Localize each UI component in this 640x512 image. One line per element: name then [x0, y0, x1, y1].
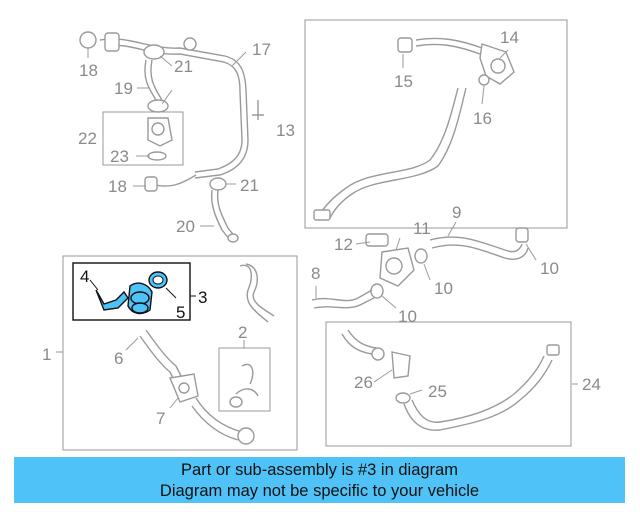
- callout-18-top: 18: [79, 61, 98, 80]
- callout-23: 23: [110, 147, 129, 166]
- callout-7: 7: [156, 409, 165, 428]
- callout-box-22: [102, 111, 184, 166]
- callout-21-bottom: 21: [240, 176, 259, 195]
- callout-10-middle: 10: [434, 279, 453, 298]
- callout-1: 1: [42, 345, 51, 364]
- callout-numbers: 1 2 3 4 5 6 7 8 9 10 10 10 11 12 13 14 1…: [42, 28, 601, 428]
- pipe-2: [229, 363, 259, 408]
- callout-8: 8: [311, 264, 320, 283]
- callout-16: 16: [473, 109, 492, 128]
- callout-10-right: 10: [540, 259, 559, 278]
- callout-20: 20: [176, 217, 195, 236]
- leader-lines-middle: [315, 221, 537, 309]
- callout-6: 6: [114, 349, 123, 368]
- highlighted-part-3: [95, 271, 168, 315]
- callout-box-24: [325, 321, 572, 447]
- callout-box-3: [72, 262, 191, 321]
- callout-13: 13: [276, 121, 295, 140]
- leader-lines-top-left: [87, 48, 247, 227]
- info-banner: Part or sub-assembly is #3 in diagram Di…: [14, 457, 625, 503]
- hose-9: [429, 227, 529, 260]
- callout-22: 22: [78, 129, 97, 148]
- callout-14: 14: [500, 28, 519, 47]
- callout-18-bottom: 18: [108, 177, 127, 196]
- callout-17: 17: [252, 40, 271, 59]
- callout-box-13: [304, 19, 568, 229]
- callout-19: 19: [114, 79, 133, 98]
- callout-5[interactable]: 5: [176, 303, 185, 322]
- callout-2: 2: [238, 323, 247, 342]
- hose-8: [311, 289, 375, 309]
- callout-4[interactable]: 4: [80, 267, 89, 286]
- banner-line-part-info: Part or sub-assembly is #3 in diagram: [181, 461, 458, 479]
- banner-line-disclaimer: Diagram may not be specific to your vehi…: [159, 482, 480, 500]
- thermostat-housing-11: [365, 233, 428, 299]
- callout-9: 9: [452, 203, 461, 222]
- hose-assembly-13: [313, 37, 515, 221]
- callout-box-1: [62, 255, 298, 451]
- callout-26: 26: [354, 373, 373, 392]
- callout-box-2: [218, 347, 271, 412]
- hose-assembly-24: [341, 329, 560, 431]
- callout-21-top: 21: [174, 57, 193, 76]
- pipe-in-box-1: [139, 263, 275, 445]
- callout-11: 11: [413, 219, 431, 238]
- callout-15: 15: [394, 72, 413, 91]
- callout-25: 25: [428, 382, 447, 401]
- callout-3[interactable]: 3: [198, 288, 207, 307]
- callout-10-lower: 10: [398, 307, 417, 326]
- callout-24: 24: [582, 375, 601, 394]
- water-outlet-23: [147, 117, 173, 161]
- callout-12: 12: [334, 235, 353, 254]
